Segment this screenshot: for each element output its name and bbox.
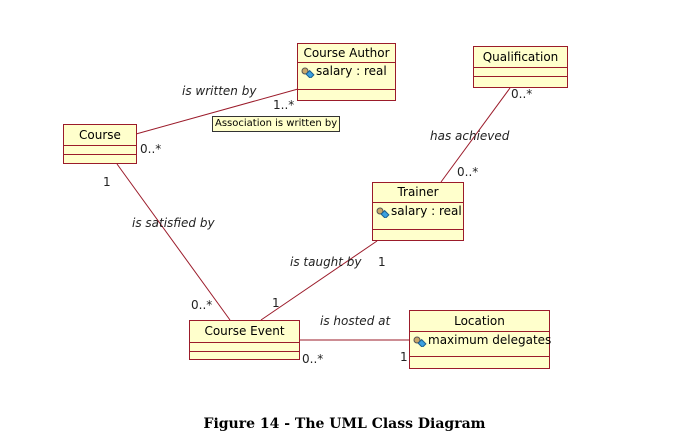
multiplicity-author: 1..* [273,98,295,112]
class-name: Course Author [298,44,395,63]
multiplicity-course-written: 0..* [140,142,162,156]
association-note: Association is written by [212,116,341,132]
class-name: Qualification [474,47,567,68]
multiplicity-course-satisfied: 1 [103,175,111,189]
written-by-line [135,88,299,135]
class-attribute: salary : real [376,203,463,220]
class-name: Trainer [373,183,463,203]
class-name: Course [64,125,136,146]
class-attribute: maximum delegates [413,332,552,349]
satisfied-by-line [116,163,231,321]
attribute-text: maximum delegates [428,333,552,347]
class-trainer[interactable]: Trainer salary : real [372,182,464,241]
class-course[interactable]: Course [63,124,137,164]
association-label-has-achieved: has achieved [430,129,510,143]
attribute-key-icon [413,335,427,349]
attribute-key-icon [376,206,390,220]
association-label-hosted-at: is hosted at [320,314,391,328]
taught-by-line [260,240,378,321]
multiplicity-event-satisfied: 0..* [191,298,213,312]
multiplicity-trainer-achieved: 0..* [457,165,479,179]
association-label-written-by: is written by [182,84,257,98]
class-attribute: salary : real [301,63,395,80]
figure-caption: Figure 14 - The UML Class Diagram [203,416,486,432]
multiplicity-event-taught: 1 [272,296,280,310]
multiplicity-event-hosted: 0..* [302,352,324,366]
has-achieved-line [440,87,511,183]
association-label-satisfied-by: is satisfied by [132,216,215,230]
class-name: Location [410,311,549,332]
multiplicity-location: 1 [400,350,408,364]
attribute-text: salary : real [316,64,387,78]
attribute-key-icon [301,66,315,80]
class-qualification[interactable]: Qualification [473,46,568,88]
class-course-author[interactable]: Course Author salary : real [297,43,396,101]
class-location[interactable]: Location maximum delegates [409,310,552,369]
multiplicity-trainer-taught: 1 [378,255,386,269]
class-course-event[interactable]: Course Event [189,320,300,360]
association-label-taught-by: is taught by [290,255,362,269]
attribute-text: salary : real [391,204,462,218]
multiplicity-qualification: 0..* [511,87,533,101]
class-name: Course Event [190,321,299,343]
